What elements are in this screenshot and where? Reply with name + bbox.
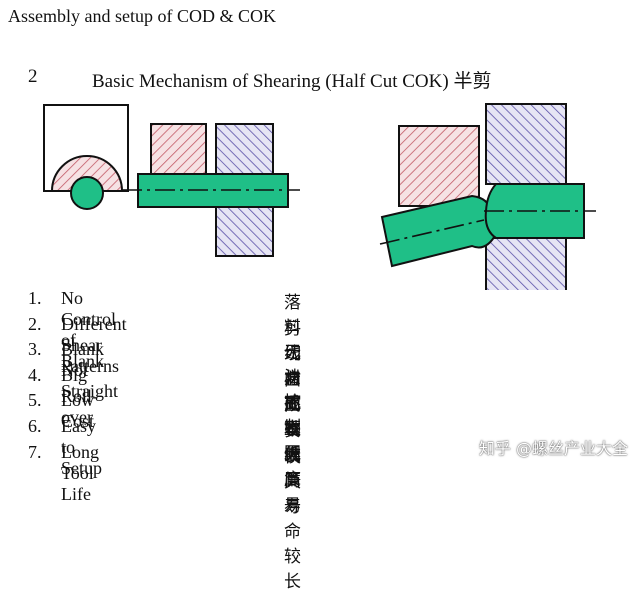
item-text-zh: 线材不直	[284, 344, 301, 440]
item-number: 7.	[28, 441, 42, 462]
lower-die-upper-part	[485, 103, 567, 185]
item-text-zh: 曲面较大	[284, 369, 301, 465]
item-text-en: Easy to Setup	[61, 415, 103, 478]
tilted-centerline	[379, 219, 485, 245]
cross-section-view	[43, 104, 129, 210]
item-text-en: Different Shear Patterns	[61, 313, 127, 376]
upper-quill	[150, 123, 207, 175]
item-text-zh: 剪切方式不同	[284, 318, 301, 464]
item-number: 4.	[28, 364, 42, 385]
item-number: 6.	[28, 415, 42, 436]
page-title: Assembly and setup of COD & COK	[8, 6, 276, 26]
item-text-zh: 模具寿命较长	[284, 446, 301, 592]
lower-die-lower-part	[485, 237, 567, 290]
half-cut-die	[50, 155, 124, 192]
item-number: 2.	[28, 313, 42, 334]
watermark: 知乎 @螺丝产业大全	[478, 439, 628, 458]
item-number: 3.	[28, 339, 42, 360]
item-text-en: Big Roll-over	[61, 364, 99, 427]
item-text-en: Low Cost	[61, 390, 95, 432]
wire-cross-section	[70, 176, 104, 210]
item-number: 1.	[28, 288, 42, 308]
section-number: 2	[28, 66, 38, 87]
item-text-zh: 落料无法控制	[284, 293, 301, 438]
shearing-diagram	[43, 103, 596, 290]
item-text-en: Blank Not Straight	[61, 339, 118, 402]
item-number: 5.	[28, 390, 42, 411]
after-shearing-view	[379, 103, 596, 290]
item-text-en: No Control of Blank	[61, 288, 117, 371]
upper-quill-shifted	[398, 125, 480, 207]
item-text-en: Long Tool Life	[61, 441, 99, 504]
section-title: Basic Mechanism of Shearing (Half Cut CO…	[92, 71, 492, 92]
before-shearing-view	[122, 123, 300, 257]
